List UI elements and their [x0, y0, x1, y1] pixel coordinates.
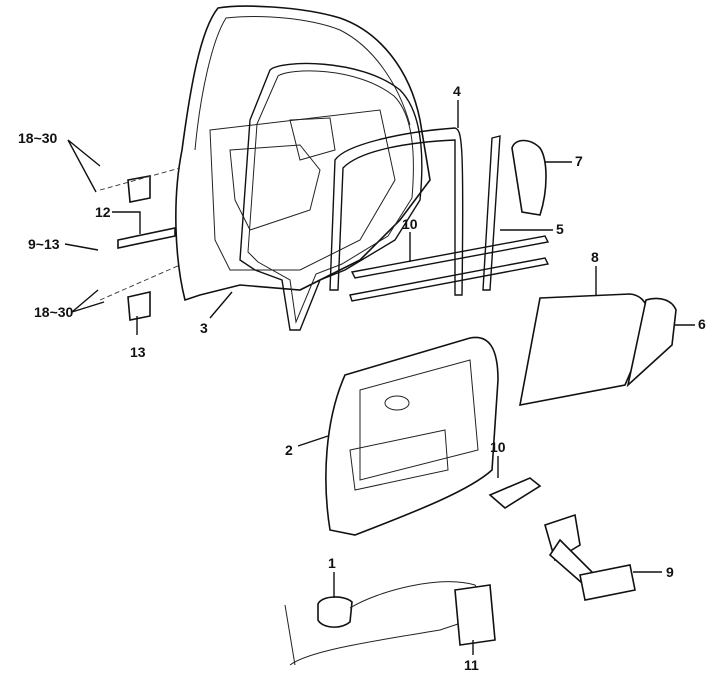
callout-8: 8 [591, 249, 599, 265]
callout-12: 12 [95, 204, 111, 220]
callout-10-top: 10 [402, 216, 418, 232]
door-glass-8 [518, 293, 650, 407]
leader-lines [64, 100, 695, 655]
callout-torque-bottom: 18~30 [34, 304, 74, 320]
callout-4: 4 [453, 83, 461, 99]
callout-7: 7 [575, 153, 583, 169]
callout-torque-check: 9~13 [28, 236, 60, 252]
inner-handle-10 [488, 477, 542, 509]
weatherstrip-3 [239, 62, 423, 331]
callout-13: 13 [130, 344, 146, 360]
window-regulator-9 [544, 513, 636, 601]
callout-11: 11 [464, 657, 479, 673]
callout-5: 5 [556, 221, 564, 237]
quarter-glass-7 [511, 139, 547, 216]
window-channel-4 [329, 127, 464, 296]
lower-hinge-13 [127, 290, 151, 321]
belt-molding-10 [350, 235, 550, 279]
callout-3: 3 [200, 320, 208, 336]
callout-torque-top: 18~30 [18, 130, 58, 146]
door-shell [175, 5, 431, 302]
handle-and-latch [284, 581, 496, 666]
trim-panel-2 [325, 336, 499, 536]
callout-1: 1 [328, 555, 336, 571]
division-channel-5 [482, 135, 501, 291]
callout-9: 9 [666, 564, 674, 580]
door-check-12 [117, 227, 176, 249]
callout-6: 6 [698, 316, 706, 332]
upper-hinge [127, 175, 151, 203]
callout-2: 2 [285, 442, 293, 458]
fixed-glass-6 [626, 297, 677, 388]
callout-10-bottom: 10 [490, 439, 506, 455]
